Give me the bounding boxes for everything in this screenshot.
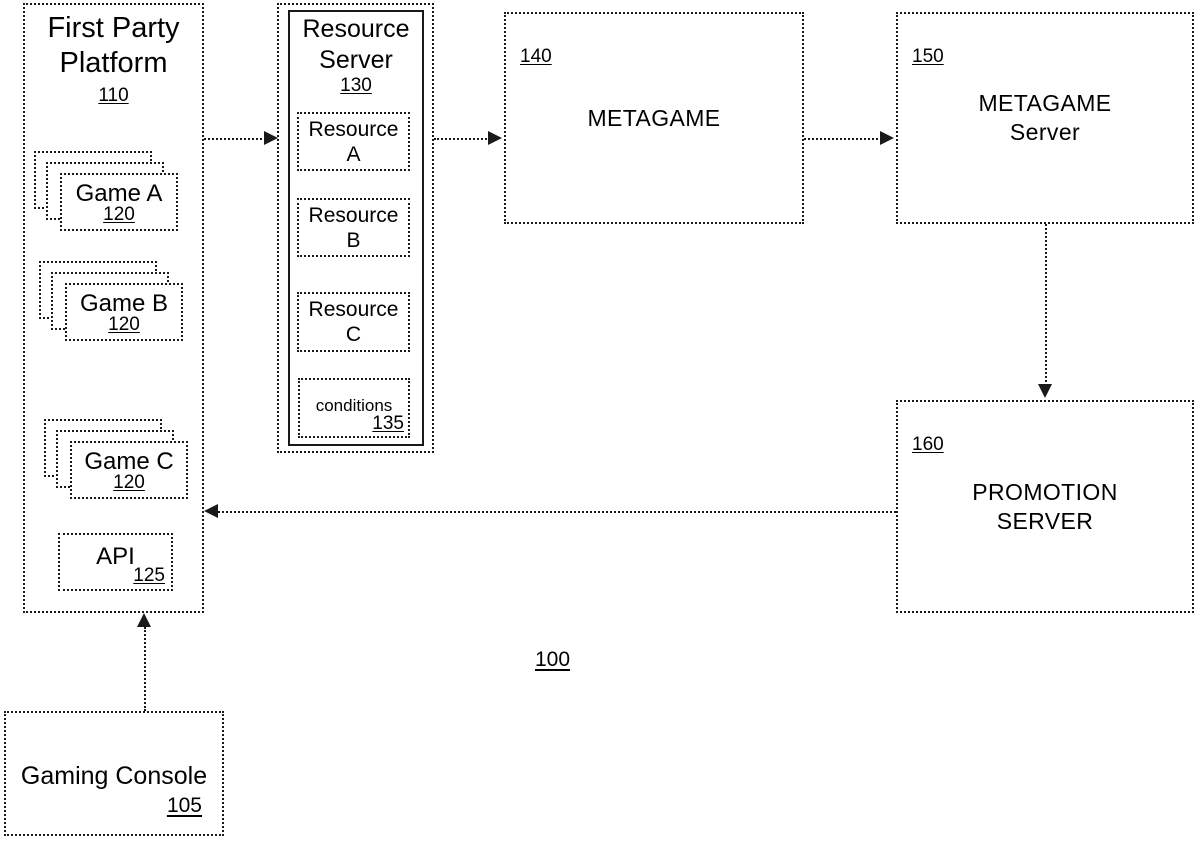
api-reference: 125: [133, 565, 165, 586]
game-c-card-front[interactable]: Game C 120: [70, 441, 188, 499]
gaming-console-reference: 105: [166, 794, 202, 817]
game-stack-b[interactable]: Game B 120: [39, 261, 185, 342]
block-gaming-console[interactable]: Gaming Console 105: [4, 711, 224, 836]
arrow-head-right-icon: [488, 131, 502, 145]
block-resource-a[interactable]: Resource A: [297, 112, 410, 171]
promotion-server-label-line1: PROMOTION: [972, 478, 1118, 505]
connector-line: [434, 138, 490, 140]
block-promotion-server[interactable]: 160 PROMOTION SERVER: [896, 400, 1194, 613]
block-resource-b[interactable]: Resource B: [297, 198, 410, 257]
resource-c-line1: Resource: [308, 298, 399, 321]
resource-a-line2: A: [346, 142, 361, 166]
resource-server-title-line2: Server: [319, 46, 393, 74]
figure-reference: 100: [535, 648, 571, 671]
resource-c-line2: C: [345, 323, 362, 346]
fpp-title-line1: First Party: [47, 12, 180, 44]
block-api[interactable]: API 125: [58, 533, 173, 591]
game-a-label: Game A: [75, 179, 163, 207]
connector-line: [218, 511, 896, 513]
arrow-head-right-icon: [880, 131, 894, 145]
game-a-card-front[interactable]: Game A 120: [60, 173, 178, 231]
resource-server-title-line1: Resource: [302, 15, 410, 43]
metagame-body: METAGAME: [506, 14, 802, 222]
block-conditions[interactable]: conditions 135: [298, 378, 410, 438]
game-c-reference: 120: [113, 471, 145, 493]
game-b-label: Game B: [79, 289, 169, 317]
game-a-reference: 120: [103, 203, 135, 225]
conditions-label: conditions: [315, 396, 393, 415]
gaming-console-label: Gaming Console: [20, 762, 208, 790]
metagame-server-label-line2: Server: [1009, 119, 1081, 145]
resource-a-line1: Resource: [308, 117, 399, 141]
connector-line: [1045, 224, 1047, 386]
fpp-title-line2: Platform: [59, 47, 168, 79]
promotion-server-body: PROMOTION SERVER: [898, 402, 1192, 611]
resource-b-line1: Resource: [308, 203, 399, 227]
fpp-reference: 110: [98, 85, 129, 106]
game-b-card-front[interactable]: Game B 120: [65, 283, 183, 341]
resource-server-title: Resource Server 130: [288, 14, 424, 97]
arrow-head-right-icon: [264, 131, 278, 145]
conditions-reference: 135: [372, 413, 404, 434]
promotion-server-reference: 160: [912, 434, 944, 455]
block-metagame-server[interactable]: 150 METAGAME Server: [896, 12, 1194, 224]
connector-line: [204, 138, 266, 140]
arrow-head-down-icon: [1038, 384, 1052, 398]
connector-line: [144, 627, 146, 711]
arrow-head-up-icon: [137, 613, 151, 627]
resource-server-reference: 130: [340, 75, 372, 96]
metagame-server-reference: 150: [912, 46, 944, 67]
block-resource-c[interactable]: Resource C: [297, 292, 410, 352]
game-b-reference: 120: [108, 313, 140, 335]
game-c-label: Game C: [84, 447, 174, 475]
first-party-platform-title: First Party Platform 110: [25, 11, 202, 107]
game-stack-c[interactable]: Game C 120: [44, 419, 190, 500]
block-metagame[interactable]: 140 METAGAME: [504, 12, 804, 224]
resource-b-line2: B: [346, 228, 361, 252]
connector-line: [804, 138, 882, 140]
arrow-head-left-icon: [204, 504, 218, 518]
api-label: API: [96, 543, 135, 570]
promotion-server-label-line2: SERVER: [996, 507, 1094, 534]
game-stack-a[interactable]: Game A 120: [34, 151, 180, 232]
metagame-label: METAGAME: [587, 104, 721, 131]
metagame-server-label-line1: METAGAME: [978, 90, 1112, 116]
metagame-server-body: METAGAME Server: [898, 14, 1192, 222]
metagame-reference: 140: [520, 46, 552, 67]
